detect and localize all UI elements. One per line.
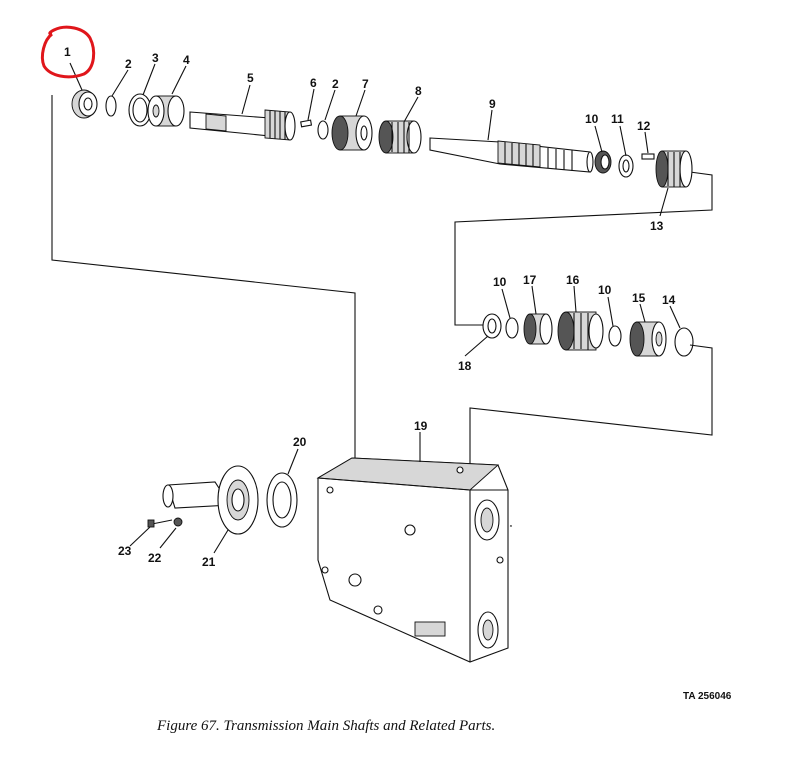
part-13-gear bbox=[655, 150, 693, 188]
part-11-ring bbox=[618, 154, 634, 178]
part-19-transmission-case bbox=[316, 457, 509, 663]
part-9-main-shaft bbox=[429, 137, 594, 173]
callout-20[interactable]: 20 bbox=[293, 435, 307, 449]
main-shaft-assembly bbox=[71, 89, 693, 188]
callout-10b[interactable]: 10 bbox=[493, 275, 507, 289]
leader-lines bbox=[69, 62, 681, 554]
callout-17[interactable]: 17 bbox=[523, 273, 537, 287]
figure-caption: Figure 67. Transmission Main Shafts and … bbox=[156, 718, 495, 734]
part-21-cover bbox=[162, 465, 259, 535]
callout-4[interactable]: 4 bbox=[183, 53, 190, 67]
part-14-snap-ring bbox=[674, 327, 694, 357]
part-17-synchro bbox=[523, 313, 553, 345]
callout-11[interactable]: 11 bbox=[611, 112, 624, 126]
part-7-synchronizer bbox=[331, 115, 373, 151]
callout-23[interactable]: 23 bbox=[118, 544, 132, 558]
callout-2a[interactable]: 2 bbox=[125, 57, 132, 71]
ta-code: TA 256046 bbox=[683, 691, 732, 702]
callout-13[interactable]: 13 bbox=[650, 219, 664, 233]
callout-18[interactable]: 18 bbox=[458, 359, 472, 373]
part-5-shaft bbox=[189, 109, 296, 141]
part-6-pin bbox=[300, 119, 313, 128]
part-16-gear bbox=[557, 311, 604, 351]
part-2-snap-ring-b bbox=[317, 120, 329, 140]
callout-21[interactable]: 21 bbox=[202, 555, 216, 569]
callout-8[interactable]: 8 bbox=[415, 84, 422, 98]
housing-assembly bbox=[147, 457, 509, 663]
callout-16[interactable]: 16 bbox=[566, 273, 580, 287]
callout-5[interactable]: 5 bbox=[247, 71, 254, 85]
countershaft-assembly bbox=[482, 311, 694, 357]
callout-15[interactable]: 15 bbox=[632, 291, 646, 305]
callout-10c[interactable]: 10 bbox=[598, 283, 612, 297]
part-10-washer-b bbox=[505, 317, 519, 339]
callout-labels: 1 2 3 4 5 6 2 7 8 9 10 11 12 13 10 17 16… bbox=[64, 45, 676, 569]
part-2-snap-ring bbox=[105, 95, 117, 117]
callout-6[interactable]: 6 bbox=[310, 76, 317, 90]
part-18-washer bbox=[482, 313, 502, 339]
part-8-gear bbox=[378, 120, 422, 154]
callout-1[interactable]: 1 bbox=[64, 45, 71, 59]
part-15-bearing bbox=[629, 321, 667, 357]
part-22-lockwasher bbox=[173, 517, 183, 527]
callout-12[interactable]: 12 bbox=[637, 119, 651, 133]
callout-9[interactable]: 9 bbox=[489, 97, 496, 111]
part-12-key bbox=[641, 153, 655, 160]
callout-22[interactable]: 22 bbox=[148, 551, 162, 565]
part-4-bearing bbox=[147, 95, 185, 127]
part-23-bolt bbox=[147, 519, 173, 528]
part-10-washer-c bbox=[608, 325, 622, 347]
part-3-ring bbox=[128, 93, 152, 127]
callout-14[interactable]: 14 bbox=[662, 293, 676, 307]
callout-3[interactable]: 3 bbox=[152, 51, 159, 65]
callout-2b[interactable]: 2 bbox=[332, 77, 339, 91]
callout-10a[interactable]: 10 bbox=[585, 112, 599, 126]
part-1-ring bbox=[71, 89, 98, 119]
part-20-gasket bbox=[266, 472, 298, 528]
callout-7[interactable]: 7 bbox=[362, 77, 369, 91]
callout-19[interactable]: 19 bbox=[414, 419, 428, 433]
part-10-washer-a bbox=[594, 150, 612, 174]
highlight-circle bbox=[40, 25, 96, 79]
